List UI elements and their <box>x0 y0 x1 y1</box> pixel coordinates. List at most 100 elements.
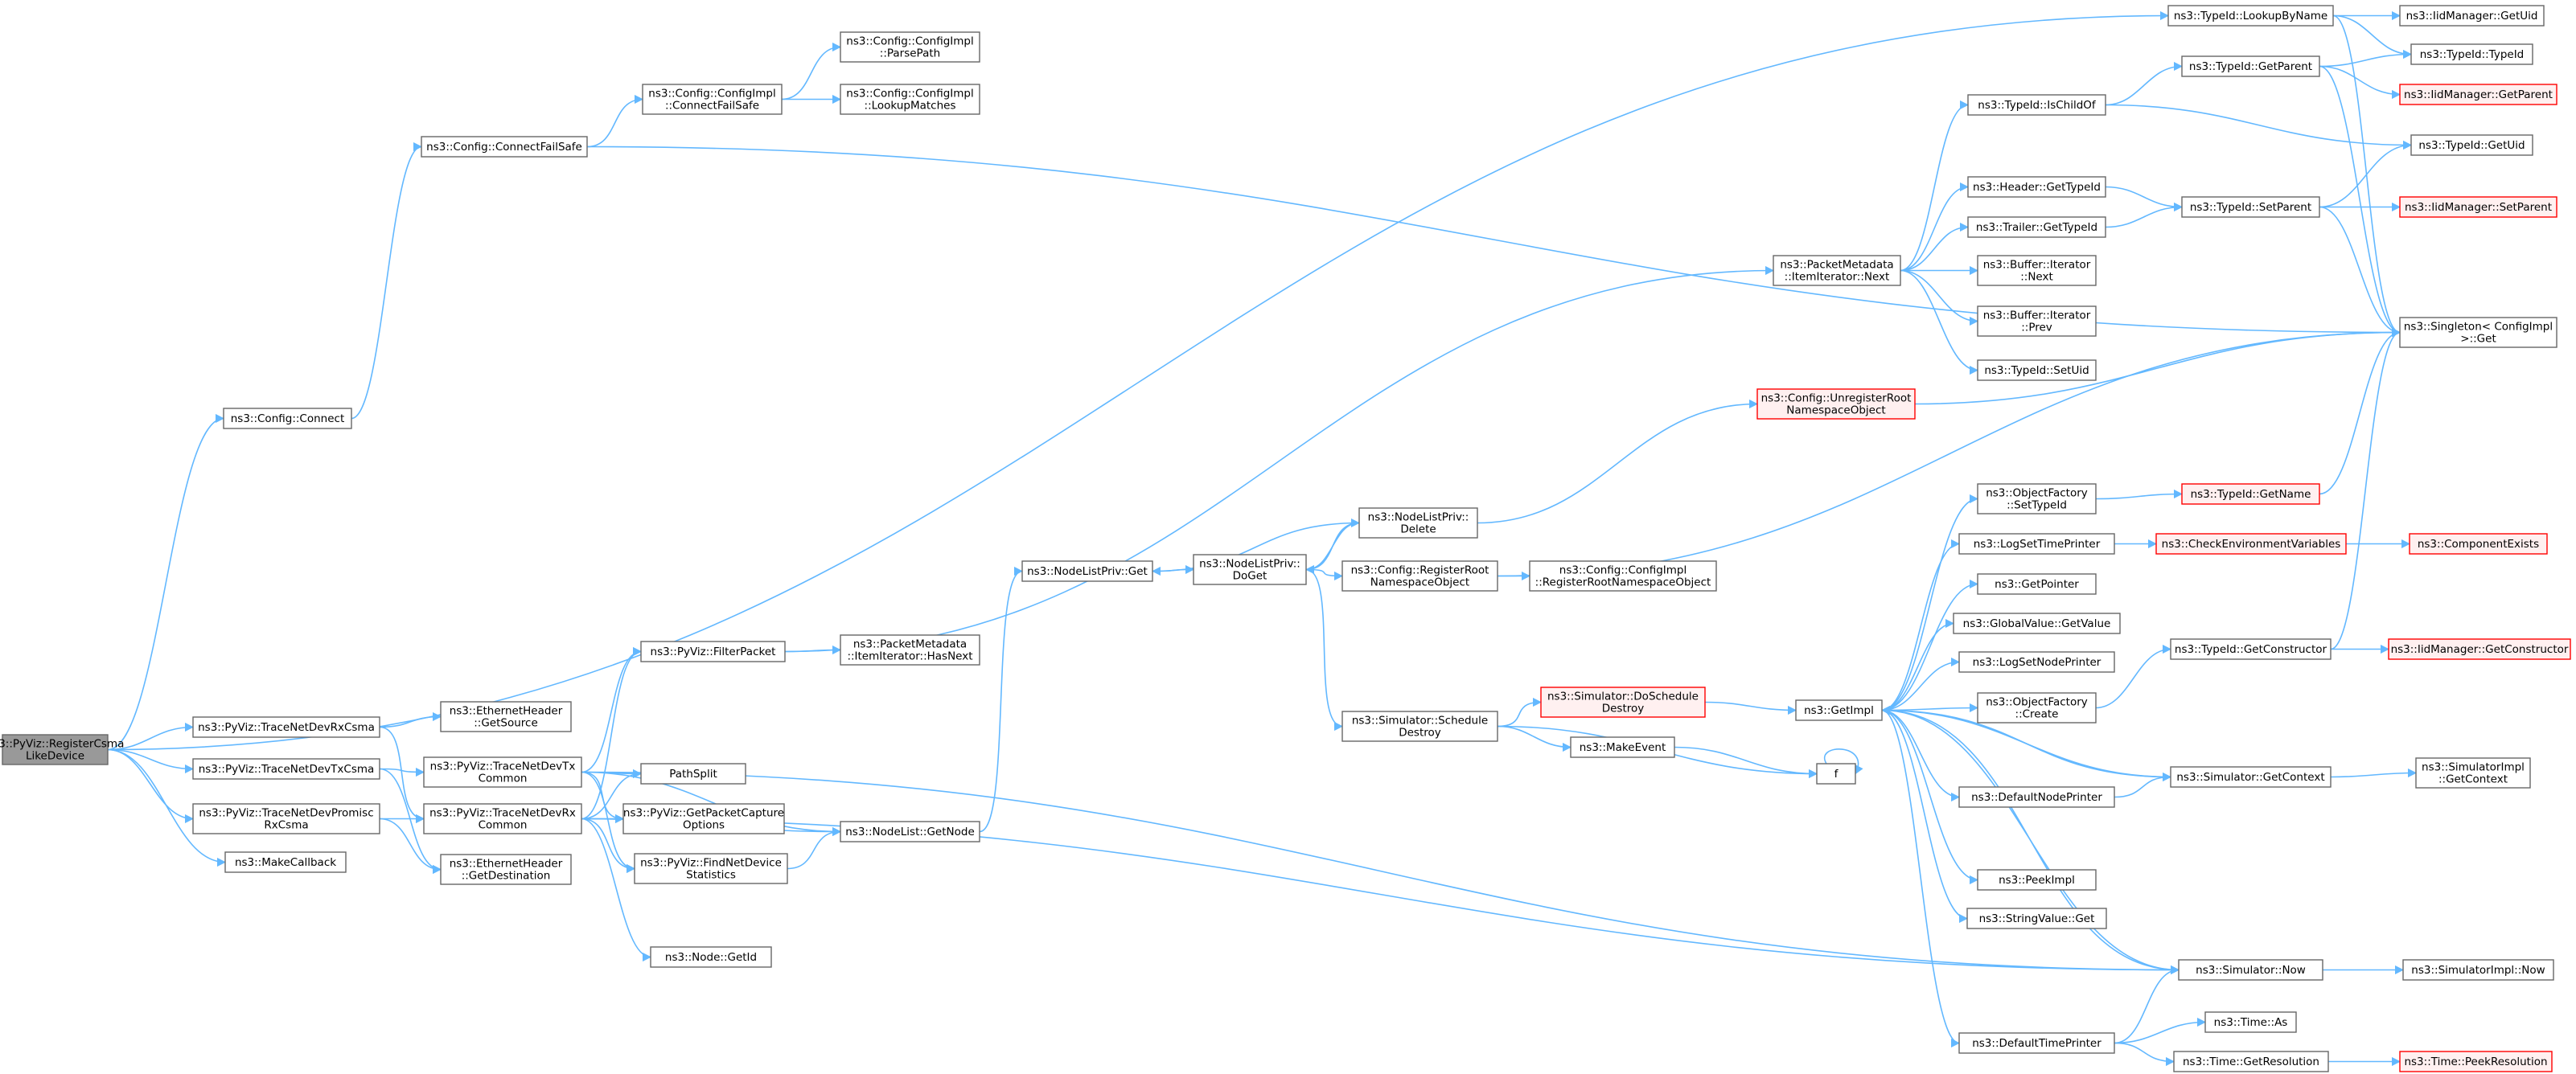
node-log-set-time-printer[interactable]: ns3::LogSetTimePrinter <box>1958 533 2115 555</box>
node-filter-packet[interactable]: ns3::PyViz::FilterPacket <box>640 641 786 662</box>
node-time-get-resolution[interactable]: ns3::Time::GetResolution <box>2173 1051 2329 1072</box>
node-box <box>1570 736 1675 758</box>
node-get-pointer[interactable]: ns3::GetPointer <box>1977 573 2097 595</box>
node-buf-iter-prev[interactable]: ns3::Buffer::Iterator::Prev <box>1977 305 2097 337</box>
node-nlp-do-get[interactable]: ns3::NodeListPriv::DoGet <box>1193 554 1307 585</box>
node-sim-impl-now[interactable]: ns3::SimulatorImpl::Now <box>2402 959 2554 981</box>
node-string-value-get[interactable]: ns3::StringValue::Get <box>1966 908 2107 929</box>
node-lookup-by-name[interactable]: ns3::TypeId::LookupByName <box>2167 5 2334 27</box>
node-global-value-get-value[interactable]: ns3::GlobalValue::GetValue <box>1953 613 2121 634</box>
node-box <box>1756 388 1916 420</box>
node-nlp-delete[interactable]: ns3::NodeListPriv::Delete <box>1358 507 1478 539</box>
node-path-split[interactable]: PathSplit <box>640 763 746 785</box>
node-label: ::Prev <box>2021 322 2052 334</box>
node-trace-tx-csma[interactable]: ns3::PyViz::TraceNetDevTxCsma <box>192 758 380 780</box>
node-cfg-register-root[interactable]: ns3::Config::RegisterRootNamespaceObject <box>1341 560 1498 592</box>
node-header-get-type-id[interactable]: ns3::Header::GetTypeId <box>1967 176 2106 198</box>
node-iid-set-parent[interactable]: ns3::IidManager::SetParent <box>2399 196 2558 218</box>
node-cfg-parse-path[interactable]: ns3::Config::ConfigImpl::ParsePath <box>840 31 980 63</box>
node-box <box>2388 638 2571 660</box>
node-cfg-unregister-root[interactable]: ns3::Config::UnregisterRootNamespaceObje… <box>1756 388 1916 420</box>
node-type-id-get-uid[interactable]: ns3::TypeId::GetUid <box>2410 134 2533 156</box>
node-make-event[interactable]: ns3::MakeEvent <box>1570 736 1675 758</box>
node-box <box>440 854 572 885</box>
node-iid-get-constructor[interactable]: ns3::IidManager::GetConstructor <box>2388 638 2571 660</box>
node-singleton-get[interactable]: ns3::Singleton< ConfigImpl >::Get <box>2399 317 2558 348</box>
node-type-id-ctor[interactable]: ns3::TypeId::TypeId <box>2410 43 2533 65</box>
node-type-id-get-constructor[interactable]: ns3::TypeId::GetConstructor <box>2170 638 2332 660</box>
node-label: ns3::Config::ConfigImpl <box>1559 564 1687 577</box>
node-box <box>840 821 980 842</box>
node-pm-item-next[interactable]: ns3::PacketMetadata::ItemIterator::Next <box>1773 255 1901 286</box>
node-sim-now[interactable]: ns3::Simulator::Now <box>2178 959 2323 981</box>
node-label: ns3::TypeId::GetName <box>2191 488 2311 501</box>
node-eth-get-destination[interactable]: ns3::EthernetHeader::GetDestination <box>440 854 572 885</box>
node-fn-f[interactable]: f <box>1816 763 1856 785</box>
node-obj-factory-set-type-id[interactable]: ns3::ObjectFactory::SetTypeId <box>1977 483 2097 514</box>
node-iid-get-uid[interactable]: ns3::IidManager::GetUid <box>2399 5 2545 27</box>
edge-nlp-do-get-to-sim-schedule-destroy <box>1305 568 1344 732</box>
node-sim-impl-get-context[interactable]: ns3::SimulatorImpl::GetContext <box>2415 757 2531 789</box>
node-box <box>2409 533 2548 555</box>
node-check-env-vars[interactable]: ns3::CheckEnvironmentVariables <box>2155 533 2347 555</box>
node-make-callback[interactable]: ns3::MakeCallback <box>224 851 347 873</box>
node-component-exists[interactable]: ns3::ComponentExists <box>2409 533 2548 555</box>
node-label: ns3::TypeId::LookupByName <box>2174 10 2327 23</box>
node-box <box>642 84 783 115</box>
node-node-list-get-node[interactable]: ns3::NodeList::GetNode <box>840 821 980 842</box>
node-label: ::RegisterRootNamespaceObject <box>1535 576 1711 589</box>
node-box <box>1977 869 2097 891</box>
node-type-id-set-parent[interactable]: ns3::TypeId::SetParent <box>2181 196 2320 218</box>
node-box <box>1977 255 2097 286</box>
node-label: ::ConnectFailSafe <box>665 100 759 113</box>
node-box <box>640 763 746 785</box>
node-default-node-printer[interactable]: ns3::DefaultNodePrinter <box>1958 786 2115 808</box>
node-type-id-is-child-of[interactable]: ns3::TypeId::IsChildOf <box>1967 94 2106 116</box>
node-peek-impl[interactable]: ns3::PeekImpl <box>1977 869 2097 891</box>
edge-trace-rx-common-to-filter-packet <box>581 646 643 820</box>
node-time-as[interactable]: ns3::Time::As <box>2204 1011 2297 1033</box>
node-type-id-set-uid[interactable]: ns3::TypeId::SetUid <box>1977 359 2097 381</box>
node-nlp-get[interactable]: ns3::NodeListPriv::Get <box>1021 560 1153 582</box>
node-buf-iter-next[interactable]: ns3::Buffer::Iterator::Next <box>1977 255 2097 286</box>
node-obj-factory-create[interactable]: ns3::ObjectFactory::Create <box>1977 692 2097 724</box>
node-box <box>1341 711 1498 742</box>
edge-make-event-to-fn-f <box>1674 746 1818 779</box>
node-eth-get-source[interactable]: ns3::EthernetHeader::GetSource <box>440 701 572 732</box>
node-cfg-connect[interactable]: ns3::Config::Connect <box>223 408 352 429</box>
node-cfg-impl-register-root[interactable]: ns3::Config::ConfigImpl::RegisterRootNam… <box>1529 560 1717 592</box>
node-trace-rx-csma[interactable]: ns3::PyViz::TraceNetDevRxCsma <box>192 716 380 738</box>
node-cfg-impl-connect-fail-safe[interactable]: ns3::Config::ConfigImpl::ConnectFailSafe <box>642 84 783 115</box>
node-label: ::LookupMatches <box>865 100 956 113</box>
node-label: ns3::PacketMetadata <box>1780 259 1893 272</box>
node-iid-get-parent[interactable]: ns3::IidManager::GetParent <box>2399 84 2558 105</box>
node-log-set-node-printer[interactable]: ns3::LogSetNodePrinter <box>1958 651 2115 673</box>
node-pm-has-next[interactable]: ns3::PacketMetadata::ItemIterator::HasNe… <box>840 634 980 666</box>
node-cfg-connect-fail-safe[interactable]: ns3::Config::ConnectFailSafe <box>421 136 588 158</box>
node-label: ns3::PyViz::RegisterCsma <box>0 738 124 751</box>
node-time-peek-resolution[interactable]: ns3::Time::PeekResolution <box>2399 1051 2553 1072</box>
node-label: ::GetContext <box>2438 773 2508 786</box>
node-get-impl[interactable]: ns3::GetImpl <box>1795 699 1883 721</box>
node-box <box>1967 94 2106 116</box>
edge-nlp-do-get-to-cfg-register-root <box>1305 568 1344 581</box>
node-default-time-printer[interactable]: ns3::DefaultTimePrinter <box>1958 1032 2115 1054</box>
node-type-id-get-name[interactable]: ns3::TypeId::GetName <box>2181 483 2320 505</box>
node-box <box>2402 959 2554 981</box>
node-trailer-get-type-id[interactable]: ns3::Trailer::GetTypeId <box>1967 216 2106 238</box>
node-type-id-get-parent[interactable]: ns3::TypeId::GetParent <box>2181 55 2320 77</box>
edge-root-to-trace-tx-csma <box>107 748 195 774</box>
edge-type-id-get-constructor-to-singleton-get <box>2330 327 2401 650</box>
node-sim-get-context[interactable]: ns3::Simulator::GetContext <box>2170 766 2332 788</box>
node-cfg-lookup-matches[interactable]: ns3::Config::ConfigImpl::LookupMatches <box>840 84 980 115</box>
node-node-get-id[interactable]: ns3::Node::GetId <box>650 946 772 968</box>
